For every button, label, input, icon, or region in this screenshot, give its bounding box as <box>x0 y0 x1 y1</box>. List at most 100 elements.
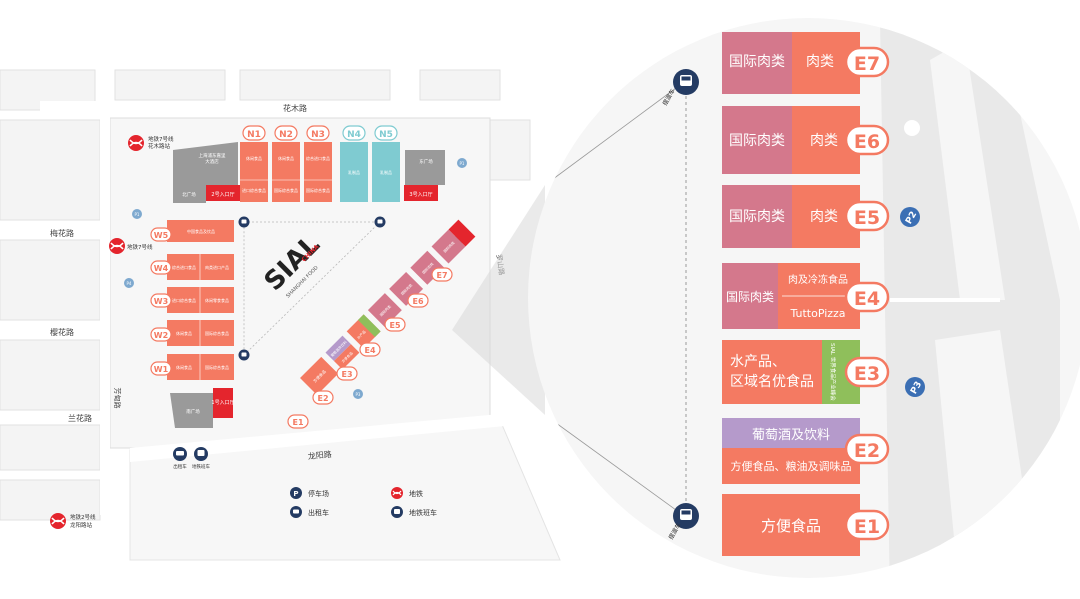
hall-W1[interactable] <box>167 354 234 380</box>
plaza-north-east <box>405 150 445 185</box>
svg-text:南广场: 南广场 <box>186 408 200 415</box>
shuttle-stop[interactable] <box>374 216 386 228</box>
svg-text:P4: P4 <box>127 281 132 286</box>
badge-E7: E7 <box>436 271 447 280</box>
entrance-1[interactable] <box>213 388 233 418</box>
zoom-badge-E5: E5 <box>854 207 880 229</box>
zoom-hall-E3[interactable]: 水产品、 区域名优食品 SIAL 世界食品产业峰会 <box>722 340 860 404</box>
svg-text:中国食品及饮品: 中国食品及饮品 <box>187 228 215 234</box>
shuttle-route <box>243 221 381 356</box>
zoom-hall-E1[interactable]: 方便食品 <box>722 494 860 556</box>
road-label-lanhua: 兰花路 <box>68 413 92 423</box>
legend: P 停车场 地铁 出租车 地铁班车 <box>290 487 437 518</box>
svg-text:方便食品、粮油及调味品: 方便食品、粮油及调味品 <box>731 459 852 473</box>
badge-W2: W2 <box>154 331 168 340</box>
svg-text:国际综合食品: 国际综合食品 <box>205 364 229 370</box>
road-longyang <box>130 414 505 462</box>
metro-station-left[interactable]: 地铁7号线 <box>109 238 153 254</box>
parking-icon <box>353 389 363 399</box>
hall-W4[interactable] <box>167 254 234 280</box>
zoom-parking-P3[interactable]: P3 <box>905 377 925 397</box>
svg-text:综合进口食品: 综合进口食品 <box>172 264 196 270</box>
zoom-circle: 国际肉类 肉类 国际肉类 肉类 国际肉类 肉类 国际 <box>528 18 1080 578</box>
hall-E1-small[interactable] <box>300 356 339 395</box>
hall-W3[interactable] <box>167 287 234 313</box>
svg-text:肉类进口产品: 肉类进口产品 <box>205 264 229 270</box>
svg-text:地铁班车: 地铁班车 <box>409 508 437 517</box>
metro-top-line: 地铁7号线 <box>148 135 174 143</box>
zoom-hall-E6[interactable]: 国际肉类 肉类 <box>722 106 860 174</box>
hall-N5[interactable] <box>372 142 400 202</box>
parking-icon <box>905 377 925 397</box>
hall-N1[interactable] <box>240 142 268 202</box>
zoom-badge-E3: E3 <box>854 363 880 385</box>
road-meihua <box>0 226 105 238</box>
svg-text:东广场: 东广场 <box>419 158 433 165</box>
shuttle-stop[interactable] <box>238 216 250 228</box>
svg-text:休闲食品: 休闲食品 <box>176 364 192 370</box>
metro-station-bottom[interactable]: 地铁2号线 龙阳路站 <box>50 513 96 529</box>
svg-text:水产品: 水产品 <box>356 329 367 340</box>
hall-E2-small[interactable] <box>333 344 360 370</box>
shuttle-stop[interactable] <box>238 349 250 361</box>
annex-line-2: 大酒店 <box>205 158 219 165</box>
road-huamu <box>40 101 520 115</box>
badge-E5: E5 <box>389 321 400 330</box>
road-label-top: 花木路 <box>283 103 307 113</box>
legend-item-shuttle: 地铁班车 <box>391 506 437 518</box>
entrance-2[interactable] <box>206 185 240 201</box>
svg-text:停车场: 停车场 <box>308 489 329 498</box>
badge-W1: W1 <box>154 365 169 374</box>
plaza-north-west <box>173 185 206 203</box>
svg-text:综合进口食品: 综合进口食品 <box>306 155 330 161</box>
overview-map: 花木路 梅花路 樱花路 兰花路 龙阳路 罗山路 芳甸路 地铁7号线 花木路站 地… <box>0 69 561 561</box>
svg-text:肉及冷冻食品: 肉及冷冻食品 <box>788 273 848 286</box>
north-halls: 休闲食品 进口综合食品 休闲食品 国际综合食品 综合进口食品 国际综合食品 乳制… <box>240 142 400 202</box>
zoom-badge-E7: E7 <box>854 53 880 75</box>
parking-icon <box>132 209 142 219</box>
e3-summit-label: SIAL 世界食品产业峰会 <box>829 343 837 401</box>
badge-E2: E2 <box>317 394 328 403</box>
hall-E2-wine-small[interactable] <box>325 335 351 362</box>
svg-text:国际肉类: 国际肉类 <box>726 290 774 304</box>
svg-text:北广场: 北广场 <box>182 191 196 198</box>
west-hall-badges: W5 W4 W3 W2 W1 <box>150 227 172 376</box>
zoom-hall-E5[interactable]: 国际肉类 肉类 <box>722 185 860 248</box>
entrance-3-side[interactable] <box>448 219 476 247</box>
entrance-3[interactable] <box>404 185 438 201</box>
metro-left-line: 地铁7号线 <box>127 243 153 251</box>
badge-W4: W4 <box>154 264 169 273</box>
parking-icon <box>290 487 302 499</box>
road-label-fangdian: 芳甸路 <box>113 388 122 409</box>
west-halls: 中国食品及饮品 综合进口食品 肉类进口产品 进口综合食品 休闲零食食品 休闲食品… <box>167 220 234 380</box>
zoom-badge-E4: E4 <box>854 288 880 310</box>
road-lanhua <box>0 412 105 424</box>
hall-W2[interactable] <box>167 320 234 346</box>
svg-text:肉类: 肉类 <box>810 209 838 225</box>
svg-text:3号入口厅: 3号入口厅 <box>409 192 432 198</box>
parking-icon <box>457 158 467 168</box>
svg-text:P1: P1 <box>135 212 140 217</box>
metro-station-top[interactable]: 地铁7号线 花木路站 <box>128 135 174 151</box>
hall-W5[interactable] <box>167 220 234 242</box>
hall-N2[interactable] <box>272 142 300 202</box>
svg-text:出租车: 出租车 <box>173 463 187 470</box>
badge-N1: N1 <box>247 130 261 140</box>
svg-text:葡萄酒及饮料: 葡萄酒及饮料 <box>752 428 830 443</box>
road-label-yinghua: 樱花路 <box>50 327 74 337</box>
svg-text:乳制品: 乳制品 <box>380 169 392 175</box>
svg-text:P3: P3 <box>356 392 361 397</box>
zoom-hall-E2[interactable]: 葡萄酒及饮料 方便食品、粮油及调味品 <box>722 418 860 484</box>
legend-item-taxi: 出租车 <box>290 506 329 518</box>
svg-text:水产品、: 水产品、 <box>730 354 786 370</box>
road-label-longyang: 龙阳路 <box>307 449 332 461</box>
svg-text:肉类: 肉类 <box>806 54 834 70</box>
zoom-hall-E4[interactable]: 国际肉类 肉及冷冻食品 TuttoPizza <box>722 263 860 329</box>
hall-N4[interactable] <box>340 142 368 202</box>
zoom-hall-E7[interactable]: 国际肉类 肉类 <box>722 32 860 94</box>
hall-N3[interactable] <box>304 142 332 202</box>
zoom-parking-P2[interactable]: P2 <box>900 207 920 227</box>
road-fangdian <box>100 115 110 515</box>
badge-E4: E4 <box>364 346 375 355</box>
svg-text:出租车: 出租车 <box>308 508 329 517</box>
